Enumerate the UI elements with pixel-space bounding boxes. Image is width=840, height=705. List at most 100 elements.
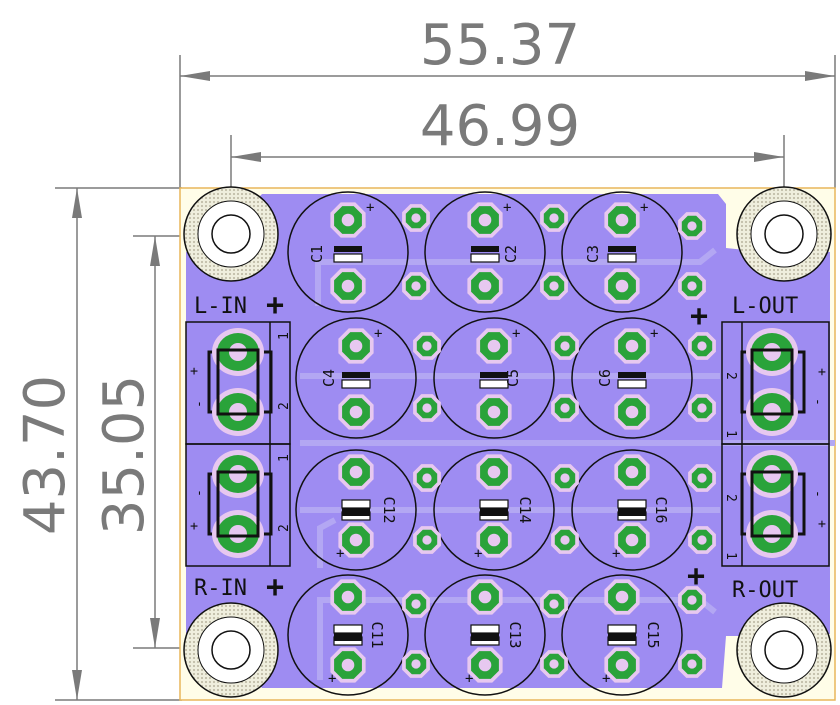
capacitor-pad xyxy=(330,268,366,304)
capacitor-pad xyxy=(476,522,512,558)
capacitor-pad xyxy=(338,328,374,364)
mounting-holes xyxy=(183,186,832,698)
r-out-label: R-OUT xyxy=(732,578,798,603)
via xyxy=(413,464,441,492)
capacitor-pad xyxy=(338,454,374,490)
capacitor-label: C12 xyxy=(380,496,398,523)
via xyxy=(402,204,430,232)
via xyxy=(678,650,706,678)
capacitor-pad xyxy=(604,579,640,615)
capacitor-pad xyxy=(614,454,650,490)
capacitor-c6: + C6 xyxy=(571,317,693,439)
hole-spacing-y-label: 35.05 xyxy=(92,375,157,535)
capacitor-plus-mark: + xyxy=(328,671,336,687)
capacitor-c2: +C2 xyxy=(424,191,546,313)
terminal-pad xyxy=(212,450,264,498)
via xyxy=(551,394,579,422)
via xyxy=(551,464,579,492)
via xyxy=(402,272,430,300)
mounting-hole xyxy=(183,602,279,698)
capacitor-label: C11 xyxy=(368,621,386,648)
capacitor-plus-mark: + xyxy=(503,200,511,216)
mounting-hole xyxy=(736,602,832,698)
capacitor-label: C4 xyxy=(320,369,338,387)
capacitor-pad xyxy=(467,268,503,304)
capacitor-label: C13 xyxy=(506,621,524,648)
terminal-pad xyxy=(212,388,264,436)
capacitor-pad xyxy=(604,647,640,683)
capacitor-label: C14 xyxy=(516,496,534,523)
via xyxy=(413,526,441,554)
capacitor-c13: + C13 xyxy=(424,574,546,696)
capacitor-pad xyxy=(614,328,650,364)
l-in-pin2: 2 xyxy=(277,402,292,410)
capacitor-plus-mark: + xyxy=(612,546,620,562)
capacitor-c5: +C5 xyxy=(433,317,555,439)
via xyxy=(413,394,441,422)
via xyxy=(402,590,430,618)
r-in-pin-plus: + xyxy=(187,522,202,530)
capacitor-plus-mark: + xyxy=(474,546,482,562)
capacitor-label: C1 xyxy=(308,245,326,263)
terminal-body xyxy=(750,470,794,538)
capacitor-plus-mark: + xyxy=(512,326,520,342)
capacitor-plus-mark: + xyxy=(374,326,382,342)
capacitor-pad xyxy=(338,522,374,558)
dimensions xyxy=(55,55,836,701)
capacitor-pad xyxy=(614,522,650,558)
capacitor-label: C6 xyxy=(596,369,614,387)
capacitor-c12: + C12 xyxy=(295,449,417,571)
vias xyxy=(402,204,716,678)
capacitor-pad xyxy=(467,647,503,683)
via xyxy=(678,212,706,240)
capacitor-plus-mark: + xyxy=(650,326,658,342)
overall-width-label: 55.37 xyxy=(420,13,580,78)
r-out-pin-plus: + xyxy=(814,520,829,528)
hole-spacing-x-dimension xyxy=(230,135,785,232)
overall-height-label: 43.70 xyxy=(13,375,78,535)
mounting-hole xyxy=(736,186,832,282)
l-in-pin1: 1 xyxy=(277,332,292,340)
capacitor-plus-mark: + xyxy=(602,671,610,687)
via xyxy=(688,464,716,492)
l-out-plus: + xyxy=(690,299,708,334)
capacitor-plus-mark: + xyxy=(640,200,648,216)
via xyxy=(688,526,716,554)
capacitor-pad xyxy=(476,394,512,430)
l-out-pin2: 2 xyxy=(723,372,738,380)
terminal-pad xyxy=(212,328,264,376)
r-in-label: R-IN xyxy=(194,576,247,601)
r-out-pin1: 1 xyxy=(723,552,738,560)
via xyxy=(678,272,706,300)
via xyxy=(688,394,716,422)
capacitor-plus-mark: + xyxy=(465,671,473,687)
r-out-pin2: 2 xyxy=(723,494,738,502)
r-out-plus: + xyxy=(687,559,705,594)
l-out-pin-minus: - xyxy=(810,398,825,406)
capacitor-c15: + C15 xyxy=(561,574,683,696)
capacitor-pad xyxy=(467,202,503,238)
capacitor-c11: + C11 xyxy=(287,574,409,696)
via xyxy=(551,526,579,554)
l-in-plus: + xyxy=(266,288,284,323)
l-out-label: L-OUT xyxy=(732,294,798,319)
l-out-pin-plus: + xyxy=(814,368,829,376)
via xyxy=(540,204,568,232)
capacitor-c16: +C16 xyxy=(571,449,693,571)
via xyxy=(540,272,568,300)
overall-height-dimension xyxy=(55,187,182,701)
r-out-pin-minus: - xyxy=(810,490,825,498)
terminal-body xyxy=(216,470,260,538)
capacitor-c14: + C14 xyxy=(433,449,555,571)
terminal-pad xyxy=(212,510,264,558)
capacitor-c1: +C1 xyxy=(287,191,409,313)
via xyxy=(540,590,568,618)
l-in-pin-minus: - xyxy=(192,400,207,408)
l-in-label: L-IN xyxy=(194,294,247,319)
capacitor-label: C15 xyxy=(644,621,662,648)
r-in-pin2: 2 xyxy=(277,524,292,532)
capacitor-pad xyxy=(476,328,512,364)
capacitor-label: C3 xyxy=(584,245,602,263)
capacitor-plus-mark: + xyxy=(336,546,344,562)
capacitors: +C1+C2+C3+C4+C5+C6+C12+C14+C16+C11+C13+C… xyxy=(287,191,693,696)
